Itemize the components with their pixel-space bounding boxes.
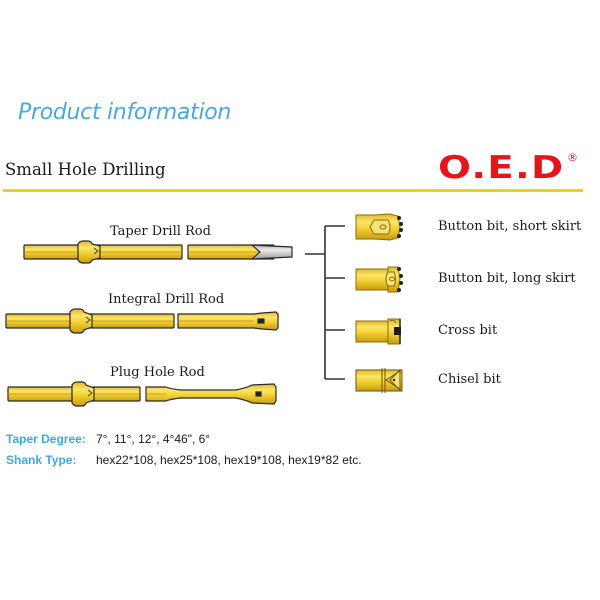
spec-key-taper-degree: Taper Degree: — [6, 432, 86, 446]
brand-logo: O.E.D — [438, 150, 565, 186]
dashed-divider — [14, 128, 574, 131]
bit-label-button-short: Button bit, short skirt — [438, 219, 582, 234]
plug-hole-rod-icon — [7, 381, 277, 407]
rod-label-taper: Taper Drill Rod — [110, 224, 211, 239]
cross-bit-icon — [355, 318, 401, 345]
spec-key-shank-type: Shank Type: — [6, 453, 77, 467]
connector-tree — [305, 225, 345, 380]
spec-value-taper-degree: 7°, 11°, 12°, 4°46", 6° — [96, 432, 211, 446]
yellow-divider — [3, 189, 583, 192]
bit-label-chisel: Chisel bit — [438, 372, 501, 387]
button-bit-long-skirt-icon — [355, 266, 403, 293]
bit-label-button-long: Button bit, long skirt — [438, 271, 576, 286]
rod-label-plug-hole: Plug Hole Rod — [110, 365, 205, 380]
page-subtitle: Small Hole Drilling — [5, 160, 166, 179]
taper-drill-rod-icon — [23, 240, 293, 264]
section-title: Product information — [18, 100, 232, 125]
button-bit-short-skirt-icon — [355, 213, 403, 241]
integral-drill-rod-icon — [5, 308, 279, 334]
registered-mark: ® — [567, 151, 578, 164]
bit-label-cross: Cross bit — [438, 323, 498, 338]
spec-value-shank-type: hex22*108, hex25*108, hex19*108, hex19*8… — [96, 453, 362, 467]
chisel-bit-icon — [355, 368, 403, 393]
rod-label-integral: Integral Drill Rod — [108, 292, 225, 307]
